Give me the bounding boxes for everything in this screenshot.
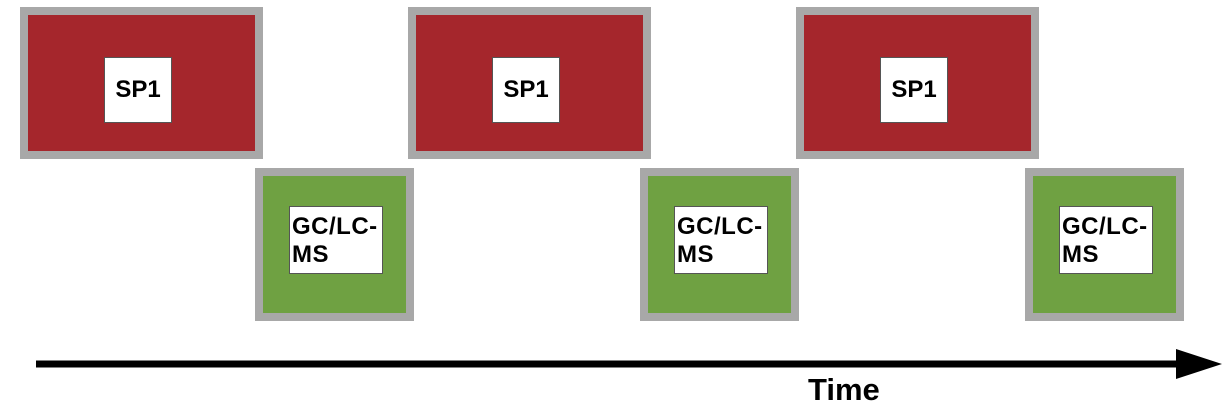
sp1-label: SP1 <box>104 57 172 123</box>
gc-lc-ms-block: GC/LC-MS <box>640 168 799 321</box>
time-axis-label: Time <box>808 372 880 407</box>
gc-lc-ms-label: GC/LC-MS <box>289 206 383 274</box>
sp1-label: SP1 <box>492 57 560 123</box>
sp1-label: SP1 <box>880 57 948 123</box>
sp1-block: SP1 <box>20 7 263 159</box>
gc-lc-ms-block: GC/LC-MS <box>255 168 414 321</box>
gc-lc-ms-label: GC/LC-MS <box>674 206 768 274</box>
gc-lc-ms-block: GC/LC-MS <box>1025 168 1184 321</box>
sp1-block: SP1 <box>796 7 1039 159</box>
gc-lc-ms-label: GC/LC-MS <box>1059 206 1153 274</box>
sp1-block: SP1 <box>408 7 651 159</box>
arrowhead-icon <box>1176 349 1222 379</box>
